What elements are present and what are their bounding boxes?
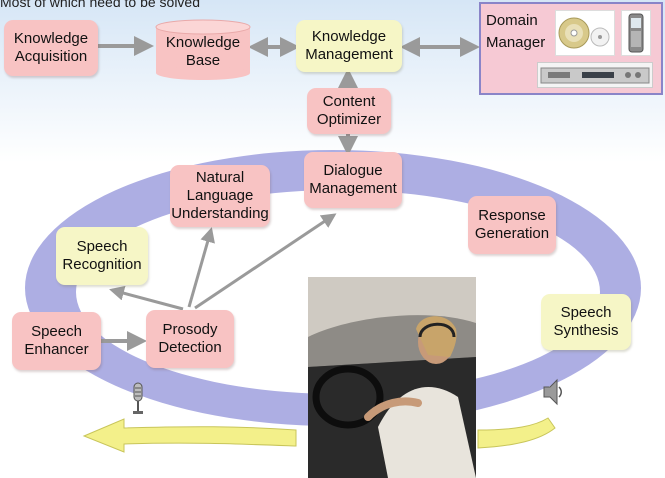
speech-enhancer-label: Speech Enhancer — [24, 323, 89, 358]
prosody-detection-label: Prosody Detection — [158, 321, 222, 356]
nlu-node: Natural Language Understanding — [170, 165, 270, 227]
arrow-prosody-dialogue — [194, 213, 337, 310]
dvd-player-icon — [537, 62, 653, 88]
content-optimizer-label: Content Optimizer — [316, 93, 382, 128]
driver-photo — [308, 277, 476, 478]
arrow-prosody-recognition — [109, 285, 184, 311]
knowledge-acquisition-label: Knowledge Acquisition — [13, 30, 89, 65]
domain-manager-label: Domain Manager — [486, 12, 546, 51]
knowledge-management-node: Knowledge Management — [296, 20, 402, 72]
speech-synthesis-label: Speech Synthesis — [553, 304, 619, 339]
top-caption: Most of which need to be solved — [0, 0, 201, 10]
microphone-icon — [130, 382, 146, 421]
mobile-phone-icon — [621, 10, 651, 56]
knowledge-base-cylinder — [155, 19, 251, 80]
knowledge-base-node: Knowledge Base — [156, 30, 250, 74]
response-generation-label: Response Generation — [474, 207, 550, 242]
speech-recognition-label: Speech Recognition — [62, 238, 142, 273]
arrow-prosody-nlu — [187, 227, 215, 308]
content-optimizer-node: Content Optimizer — [307, 88, 391, 134]
speech-recognition-node: Speech Recognition — [56, 227, 148, 285]
dialogue-management-label: Dialogue Management — [309, 162, 397, 197]
prosody-detection-node: Prosody Detection — [146, 310, 234, 368]
nlu-label: Natural Language Understanding — [171, 169, 269, 222]
output-yellow-arrow — [477, 417, 556, 449]
knowledge-base-label: Knowledge Base — [165, 34, 241, 69]
input-yellow-arrow — [82, 418, 297, 453]
knowledge-management-label: Knowledge Management — [305, 28, 393, 63]
domain-manager-panel: Domain Manager — [479, 2, 663, 95]
knowledge-acquisition-node: Knowledge Acquisition — [4, 20, 98, 76]
cd-disc-icon — [555, 10, 615, 56]
dialogue-management-node: Dialogue Management — [304, 152, 402, 208]
speaker-icon — [541, 377, 565, 412]
speech-enhancer-node: Speech Enhancer — [12, 312, 101, 370]
speech-synthesis-node: Speech Synthesis — [541, 294, 631, 350]
response-generation-node: Response Generation — [468, 196, 556, 254]
